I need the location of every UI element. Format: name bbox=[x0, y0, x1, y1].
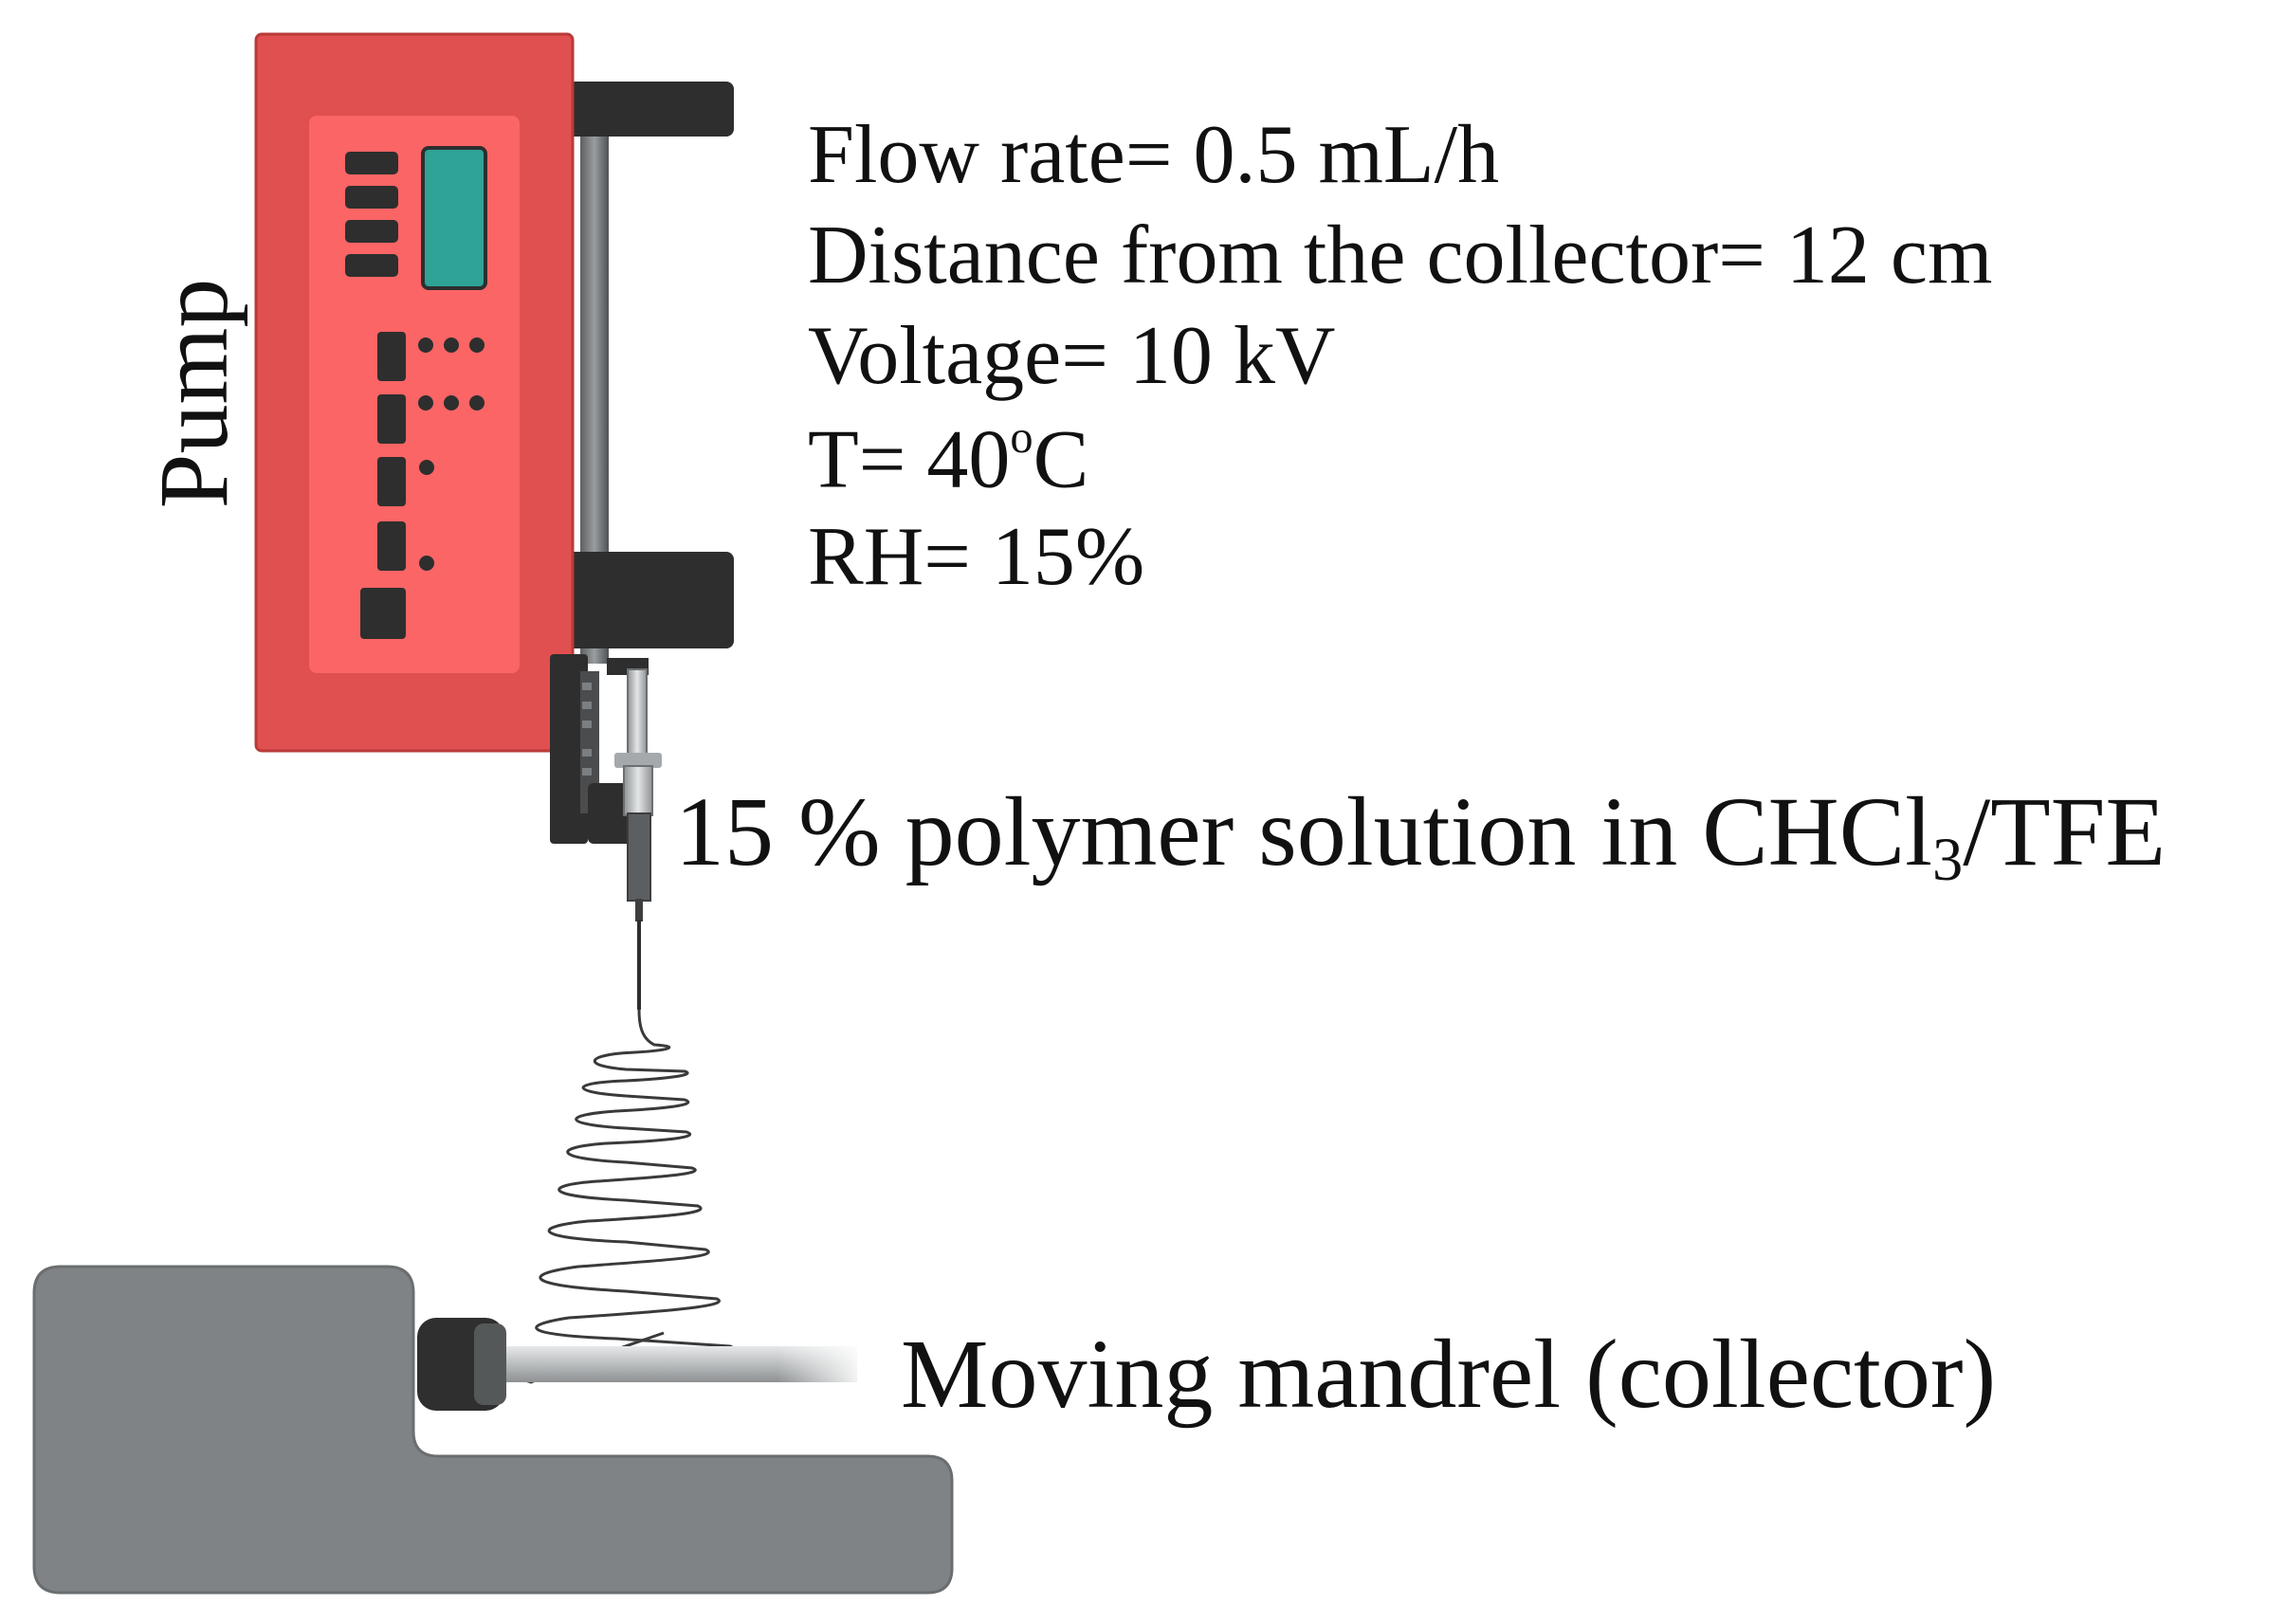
temperature-label: T= 40oC bbox=[808, 412, 1089, 506]
pump-buttons bbox=[345, 152, 398, 277]
pump-top-clamp bbox=[561, 82, 734, 137]
solution-label: 15 % polymer solution in CHCl3/TFE bbox=[675, 777, 2167, 894]
pump-bottom-clamp bbox=[561, 552, 734, 648]
pump-display bbox=[421, 146, 487, 290]
syringe-holder bbox=[550, 654, 588, 844]
flow-rate-label: Flow rate= 0.5 mL/h bbox=[808, 109, 1500, 201]
base-housing bbox=[32, 1265, 954, 1595]
pump-control-panel bbox=[309, 116, 520, 673]
humidity-label: RH= 15% bbox=[808, 511, 1145, 603]
collector-base bbox=[32, 1265, 954, 1595]
polymer-jet bbox=[518, 1009, 735, 1384]
collector-label: Moving mandrel (collector) bbox=[901, 1320, 1997, 1429]
syringe-pump bbox=[254, 32, 734, 844]
moving-mandrel bbox=[417, 1318, 859, 1411]
pump-keys bbox=[360, 332, 485, 639]
voltage-label: Voltage= 10 kV bbox=[808, 310, 1336, 402]
syringe bbox=[607, 658, 662, 1010]
distance-label: Distance from the collector= 12 cm bbox=[808, 210, 1993, 301]
pump-label: Pump bbox=[139, 278, 248, 509]
